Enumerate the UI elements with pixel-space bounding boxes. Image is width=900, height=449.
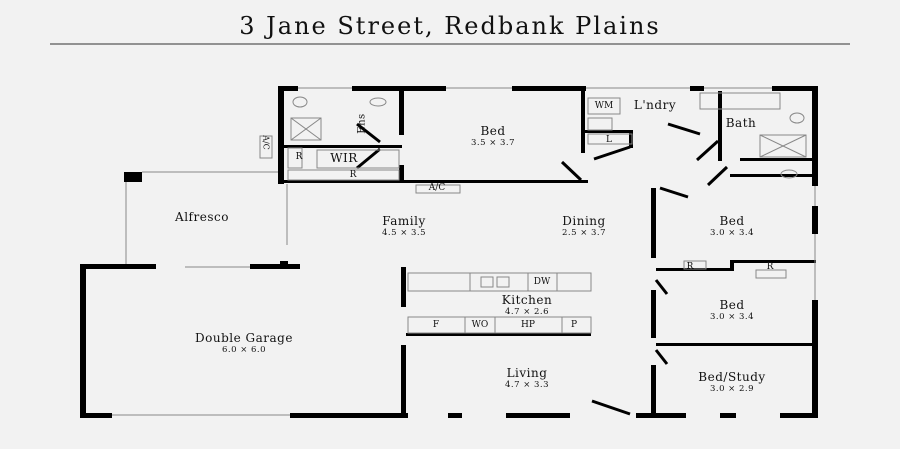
plan-title: 3 Jane Street, Redbank Plains (239, 12, 661, 40)
room-name: Living (506, 366, 548, 380)
room-size: 6.0 × 6.0 (221, 345, 267, 355)
room-size: 3.0 × 3.4 (709, 312, 755, 322)
robe-label: R (349, 170, 357, 180)
room-size: 2.5 × 3.7 (561, 228, 607, 238)
bath-label: Bath (725, 116, 757, 130)
robe-label: R (686, 262, 694, 272)
ac-inside-label: A/C (428, 183, 446, 193)
room-size: 4.7 × 3.3 (504, 380, 550, 390)
room-name: Bed (480, 124, 506, 138)
hotplate-label: HP (521, 320, 535, 330)
room-size: 4.7 × 2.6 (504, 307, 550, 317)
room-name: Double Garage (195, 331, 293, 345)
walls (80, 86, 818, 418)
dishwasher-label: DW (533, 277, 551, 287)
room-size: 3.0 × 3.4 (709, 228, 755, 238)
linen-label: L (606, 135, 612, 145)
room-name: Bed (719, 298, 745, 312)
wall-oven-label: WO (471, 320, 489, 330)
doors (356, 122, 729, 416)
washing-machine-label: WM (594, 101, 614, 111)
wir-label: WIR (330, 151, 358, 165)
ensuite-label: Ens (356, 113, 368, 134)
pantry-label: P (570, 320, 578, 330)
room-name: Bed/Study (698, 370, 766, 384)
laundry-label: L'ndry (633, 98, 677, 112)
ac-outside-label: A/C (261, 135, 271, 150)
room-name: Kitchen (501, 293, 553, 307)
robe-label: R (295, 152, 303, 162)
room-name: Family (382, 214, 426, 228)
alfresco-label: Alfresco (175, 210, 229, 224)
room-size: 3.5 × 3.7 (470, 138, 516, 148)
room-size: 3.0 × 2.9 (709, 384, 755, 394)
fridge-label: F (432, 320, 440, 330)
robe-label: R (766, 262, 774, 272)
thin-lines (112, 87, 816, 416)
room-size: 4.5 × 3.5 (381, 228, 427, 238)
room-name: Bed (719, 214, 745, 228)
room-name: Dining (562, 214, 606, 228)
